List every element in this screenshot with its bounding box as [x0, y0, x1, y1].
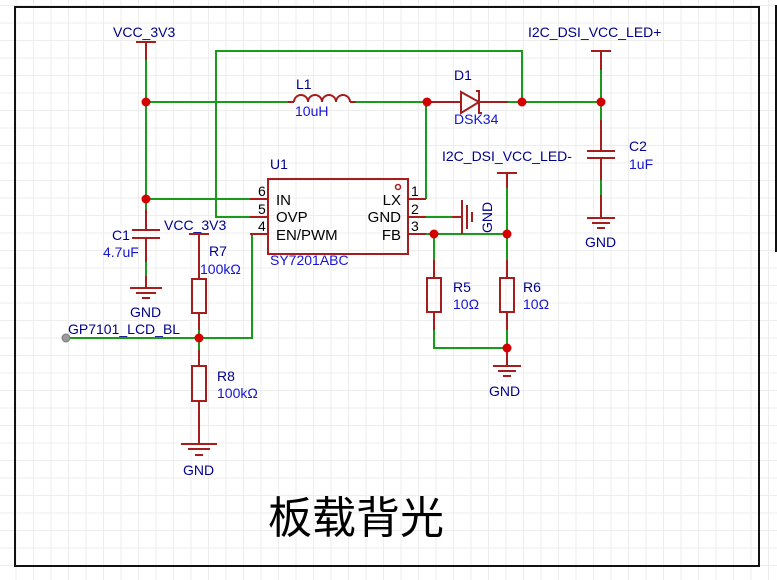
c1-value: 4.7uF — [103, 244, 139, 260]
u1-value: SY7201ABC — [270, 252, 349, 268]
net-label-led-minus: I2C_DSI_VCC_LED- — [442, 148, 572, 164]
u1-pin-num-6: 6 — [258, 183, 266, 199]
net-label-gnd-u1: GND — [479, 202, 495, 233]
junction-dot — [141, 194, 151, 204]
u1-pin-num-2: 2 — [411, 201, 419, 217]
net-label-vcc-r7: VCC_3V3 — [164, 217, 226, 233]
gnd-symbol-r8: GND — [181, 418, 217, 478]
gnd-symbol-c2: GND — [585, 195, 616, 250]
net-label-gnd-r8: GND — [183, 462, 214, 478]
resistor-r5[interactable]: R5 10Ω — [426, 260, 479, 330]
u1-pin-num-5: 5 — [258, 201, 266, 217]
capacitor-c2[interactable]: C2 1uF — [587, 120, 653, 180]
resistor-r6[interactable]: R6 10Ω — [499, 260, 549, 330]
u1-ref: U1 — [270, 156, 288, 172]
net-label-led-plus: I2C_DSI_VCC_LED+ — [528, 24, 661, 40]
u1-pin-name-ovp: OVP — [276, 209, 308, 226]
capacitor-c1[interactable]: C1 4.7uF — [103, 210, 160, 262]
r7-value: 100kΩ — [200, 261, 241, 277]
r6-ref: R6 — [523, 279, 541, 295]
port-endpoint-icon[interactable] — [61, 333, 71, 343]
u1-pin-num-3: 3 — [411, 218, 419, 234]
l1-ref: L1 — [296, 76, 312, 92]
d1-value: DSK34 — [454, 111, 499, 127]
r7-ref: R7 — [209, 243, 227, 259]
gnd-symbol-c1: GND — [130, 276, 162, 320]
r5-ref: R5 — [453, 279, 471, 295]
r8-ref: R8 — [217, 368, 235, 384]
c1-ref: C1 — [112, 227, 130, 243]
net-label-gnd-r56: GND — [489, 383, 520, 399]
c2-value: 1uF — [629, 156, 653, 172]
sheet-frame — [14, 6, 760, 567]
r8-value: 100kΩ — [217, 385, 258, 401]
u1-pin-num-4: 4 — [258, 218, 266, 234]
u1-pin-name-gnd: GND — [368, 209, 402, 226]
wire-ovp-loop[interactable] — [215, 50, 523, 218]
r5-value: 10Ω — [453, 296, 479, 312]
power-port-led-minus[interactable]: I2C_DSI_VCC_LED- — [442, 148, 572, 188]
junction-dot — [194, 333, 204, 343]
sheet-title: 板载背光 — [268, 493, 444, 544]
junction-dot — [502, 229, 512, 239]
power-port-vcc-r7[interactable]: VCC_3V3 — [164, 217, 226, 235]
inductor-l1[interactable]: L1 10uH — [288, 76, 356, 119]
gnd-symbol-r5-r6: GND — [489, 352, 521, 399]
junction-dot — [517, 97, 527, 107]
junction-dot — [502, 343, 512, 353]
u1-pin-name-lx: LX — [383, 192, 401, 209]
gnd-symbol-u1: GND — [452, 200, 495, 234]
net-port-gp7101[interactable]: GP7101_LCD_BL — [61, 321, 180, 343]
junction-dot — [429, 229, 439, 239]
junctions — [141, 97, 606, 353]
u1-pin-name-fb: FB — [382, 227, 401, 244]
u1-pin-name-in: IN — [276, 192, 291, 209]
resistor-r8[interactable]: R8 100kΩ — [191, 350, 258, 420]
u1-pin-name-en-pwm: EN/PWM — [276, 227, 338, 244]
junction-dot — [141, 97, 151, 107]
ic-u1[interactable]: 6 5 4 1 2 3 IN OVP EN/PWM LX GND FB U1 S… — [250, 156, 426, 268]
net-label-gnd-c1: GND — [130, 304, 161, 320]
resistor-r7[interactable]: R7 100kΩ — [191, 234, 241, 330]
c2-ref: C2 — [629, 138, 647, 154]
d1-ref: D1 — [454, 67, 472, 83]
r6-value: 10Ω — [523, 296, 549, 312]
u1-pin-num-1: 1 — [411, 183, 419, 199]
net-label-gnd-c2: GND — [585, 234, 616, 250]
net-label-vcc-top: VCC_3V3 — [113, 24, 175, 40]
l1-value: 10uH — [295, 103, 328, 119]
power-port-led-plus[interactable]: I2C_DSI_VCC_LED+ — [528, 24, 661, 70]
diode-d1[interactable]: D1 DSK34 — [427, 67, 508, 127]
net-label-gp7101: GP7101_LCD_BL — [68, 321, 180, 337]
junction-dot — [596, 97, 606, 107]
wire-r5-bottom[interactable] — [433, 320, 507, 349]
pin1-marker-icon — [394, 183, 402, 191]
power-port-vcc-top[interactable]: VCC_3V3 — [113, 24, 175, 60]
junction-dot — [422, 97, 432, 107]
